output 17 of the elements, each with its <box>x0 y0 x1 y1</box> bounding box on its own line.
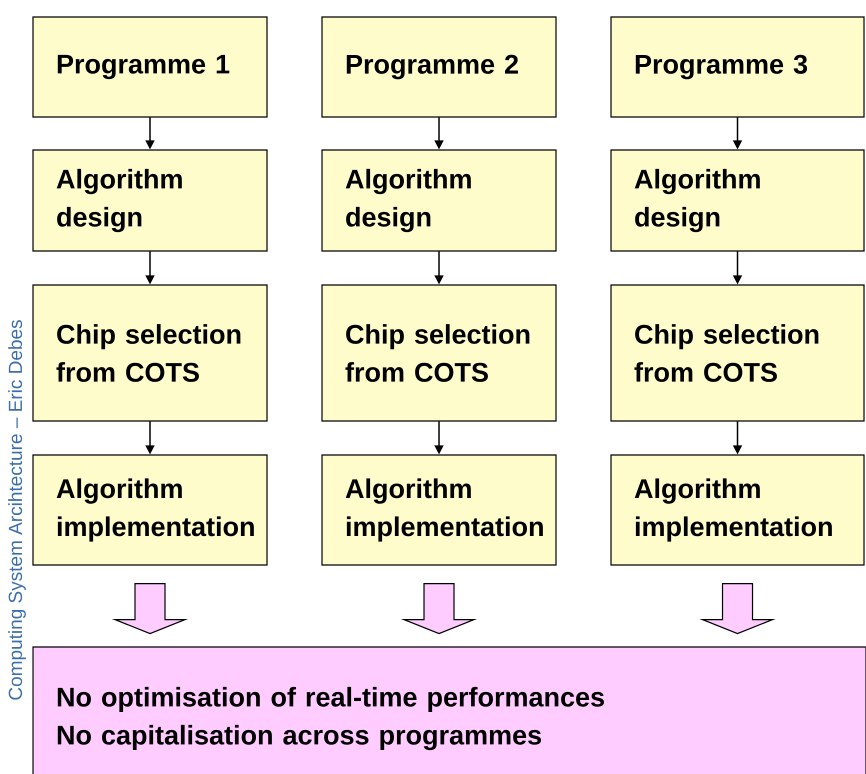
process-box: Algorithm implementation <box>610 454 865 566</box>
process-box: Chip selection from COTS <box>610 284 865 422</box>
process-box: Programme 2 <box>321 16 557 118</box>
process-box: Algorithm implementation <box>32 454 268 566</box>
process-box: Algorithm design <box>32 149 268 252</box>
process-box: Algorithm implementation <box>321 454 557 566</box>
result-box: No optimisation of real-time performances No capitalisation across programmes <box>32 646 866 774</box>
process-box: Chip selection from COTS <box>32 284 268 422</box>
block-arrow <box>400 583 478 634</box>
process-box: Algorithm design <box>610 149 865 252</box>
block-arrow <box>699 583 776 634</box>
block-arrow <box>112 583 188 634</box>
side-label: Computing System Arcihtecture – Eric Debes <box>8 320 26 700</box>
process-box: Programme 1 <box>32 16 268 118</box>
process-box: Algorithm design <box>321 149 557 252</box>
process-box: Programme 3 <box>610 16 865 118</box>
process-box: Chip selection from COTS <box>321 284 557 422</box>
